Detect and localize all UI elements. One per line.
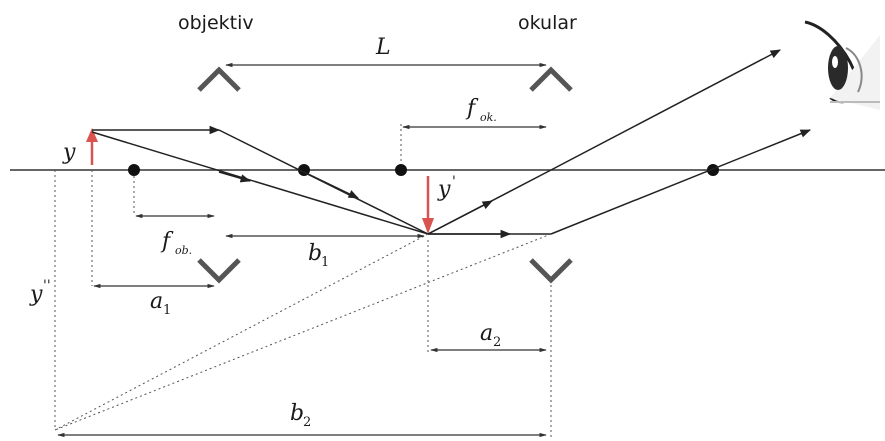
label-L: L bbox=[375, 35, 391, 60]
intermediate-image-arrow bbox=[422, 176, 434, 234]
label-y-object: y bbox=[62, 140, 76, 165]
dimension-lines bbox=[57, 62, 547, 438]
construction-lines bbox=[54, 124, 552, 438]
label-y-virtual-prime: '' bbox=[43, 278, 51, 294]
label-a2-sub: 2 bbox=[493, 335, 501, 350]
eyepiece-heading: okular bbox=[518, 12, 577, 34]
objective-heading: objektiv bbox=[178, 12, 254, 34]
eye-icon bbox=[804, 20, 880, 110]
label-f-eyepiece: f bbox=[465, 96, 479, 121]
label-y-virtual: y bbox=[29, 282, 43, 307]
virtual-ray-extensions bbox=[54, 233, 552, 431]
eyepiece-lens bbox=[529, 66, 573, 284]
objective-lens bbox=[197, 66, 241, 284]
label-a2: a bbox=[480, 321, 493, 346]
focal-point-eyepiece-front bbox=[395, 164, 407, 176]
focal-point-objective-front bbox=[128, 164, 140, 176]
label-b1-sub: 1 bbox=[321, 255, 329, 270]
label-f-objective: f bbox=[160, 229, 174, 254]
object-arrow bbox=[86, 128, 98, 165]
objective-rays bbox=[91, 125, 429, 235]
label-y-intermediate-prime: ' bbox=[452, 174, 456, 190]
label-f-eyepiece-sub: ok. bbox=[480, 111, 497, 124]
label-f-objective-sub: ob. bbox=[175, 244, 192, 257]
label-b2: b bbox=[290, 401, 304, 426]
eyepiece-rays bbox=[427, 49, 811, 239]
label-y-intermediate: y bbox=[437, 177, 451, 202]
label-a1-sub: 1 bbox=[163, 303, 171, 318]
label-b1: b bbox=[308, 241, 322, 266]
label-a1: a bbox=[150, 289, 163, 314]
label-b2-sub: 2 bbox=[303, 415, 311, 430]
